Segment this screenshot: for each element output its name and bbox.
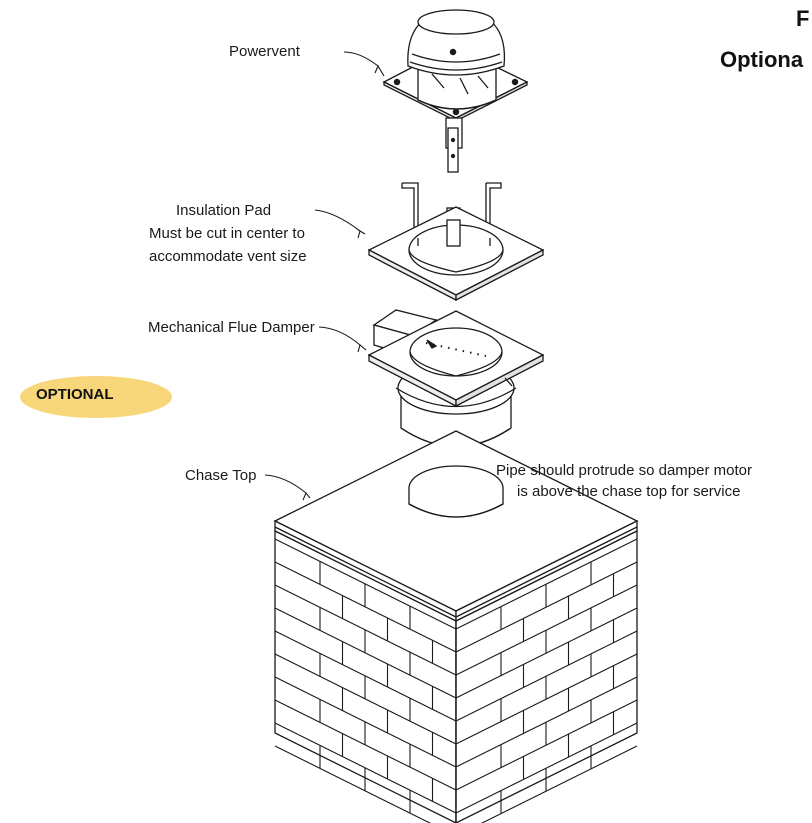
- brick-mortar-line: [274, 699, 457, 791]
- powervent-label: Powervent: [229, 43, 300, 60]
- brick-mortar-line: [274, 607, 457, 699]
- leader-lines: [264, 51, 385, 501]
- brick-mortar-line: [274, 561, 457, 653]
- optional-badge: OPTIONAL: [36, 386, 114, 403]
- chase-top-label: Chase Top: [185, 467, 257, 484]
- brick-mortar-line: [455, 584, 638, 676]
- mechanical-flue-damper: [367, 309, 545, 448]
- insulation-note-line-1: Must be cut in center to: [149, 225, 305, 242]
- title-line-1: F: [796, 6, 810, 31]
- insulation-pad: [367, 206, 545, 302]
- brick-chimney: [274, 529, 638, 823]
- flue-damper-label: Mechanical Flue Damper: [148, 319, 315, 336]
- brick-mortar-line: [455, 722, 638, 814]
- title-line-2: Optiona: [720, 47, 804, 72]
- pipe-note-line-1: Pipe should protrude so damper motor: [496, 462, 752, 479]
- brick-mortar-line: [274, 745, 432, 823]
- brick-mortar-line: [455, 538, 638, 630]
- pipe-note-line-2: is above the chase top for service: [517, 483, 741, 500]
- brick-mortar-line: [274, 653, 457, 745]
- brick-mortar-line: [455, 630, 638, 722]
- chase-top: [273, 430, 639, 623]
- optional-badge-shape: [20, 376, 172, 418]
- insulation-pad-label: Insulation Pad: [176, 202, 272, 219]
- insulation-note-line-2: accommodate vent size: [149, 248, 307, 265]
- brick-mortar-line: [455, 676, 638, 768]
- powervent-unit: [382, 9, 529, 173]
